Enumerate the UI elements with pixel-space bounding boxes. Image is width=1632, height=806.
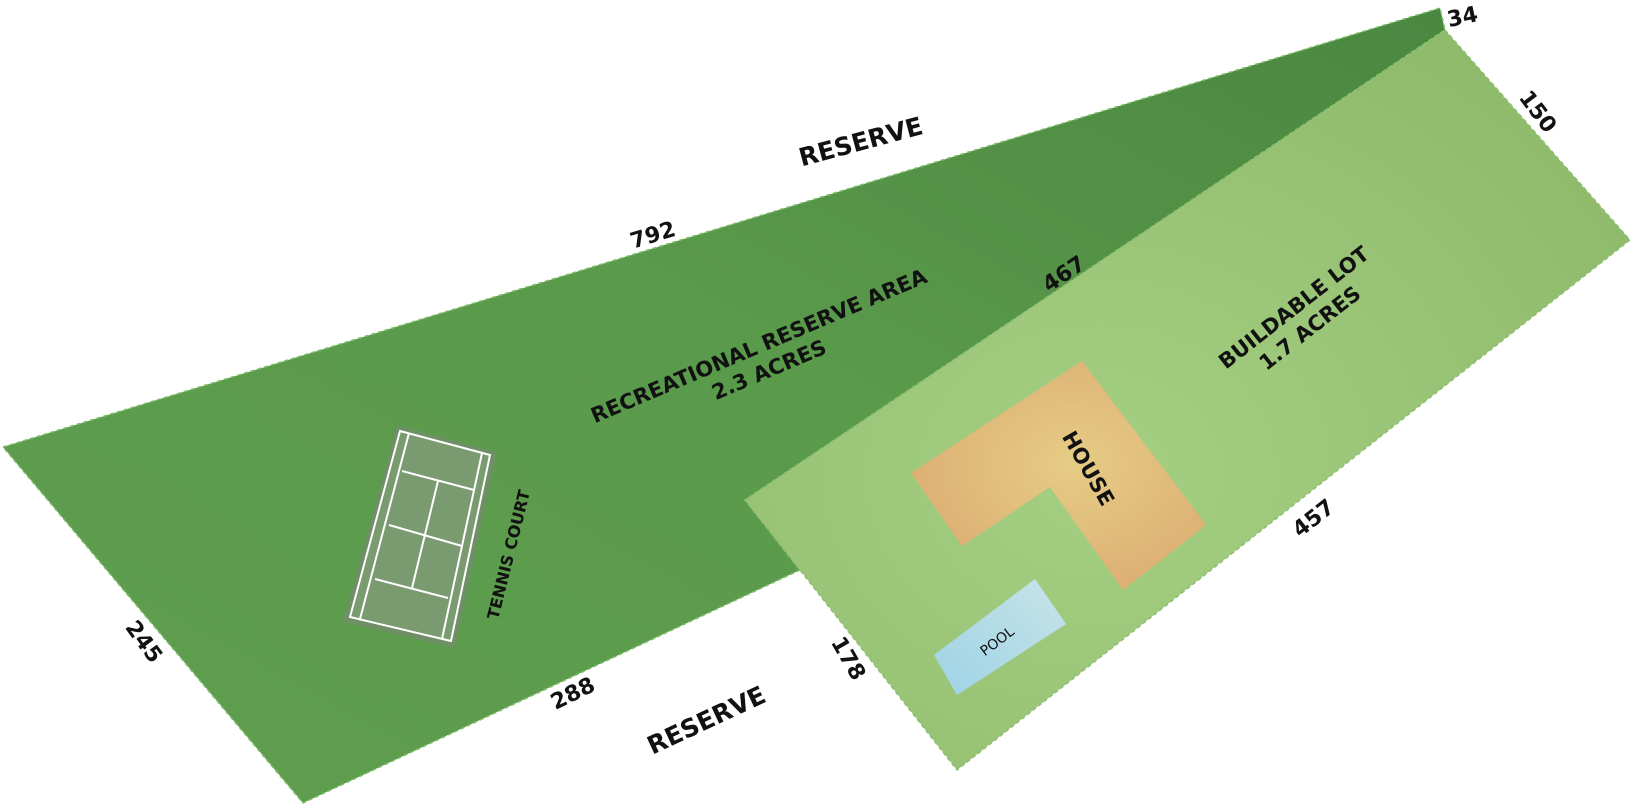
pool bbox=[934, 579, 1066, 695]
dimension-34: 34 bbox=[1445, 2, 1480, 33]
reserve-top-label: RESERVE bbox=[796, 111, 926, 172]
reserve-bottom-label: RESERVE bbox=[643, 680, 770, 760]
house-footprint bbox=[911, 361, 1206, 590]
buildable-lot-area bbox=[743, 29, 1632, 772]
tennis-court bbox=[343, 425, 497, 648]
